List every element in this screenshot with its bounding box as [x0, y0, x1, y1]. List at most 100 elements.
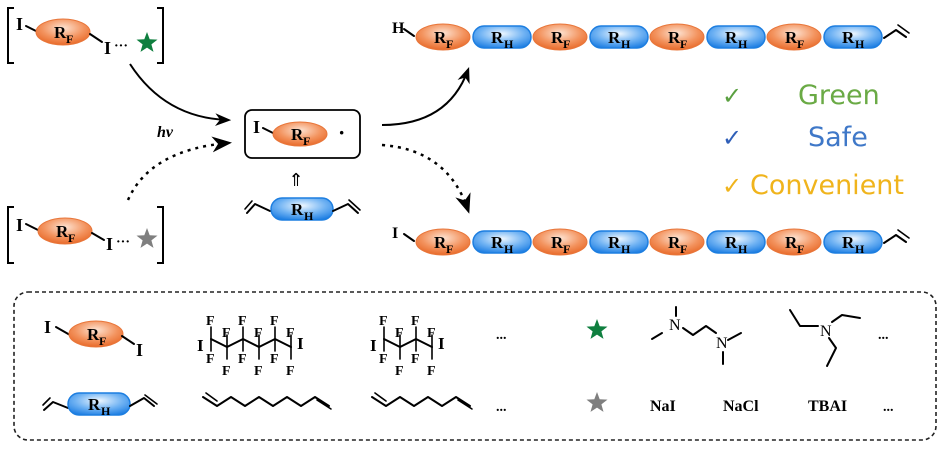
benefit-label: Safe — [808, 122, 868, 153]
green-star-icon — [586, 319, 608, 339]
rf-label-sub: F — [303, 134, 310, 148]
rh-pill — [472, 25, 532, 49]
rf-label-sub: F — [563, 37, 570, 51]
rh-label-r: R — [725, 233, 738, 252]
bond — [727, 332, 742, 341]
benefit-label: Green — [798, 80, 880, 111]
fluorine-label: F — [238, 352, 247, 367]
alkyl-chain — [202, 396, 330, 407]
rf-label-r: R — [551, 28, 564, 47]
double-bond — [144, 394, 158, 405]
halogen-bond-dots: ··· — [116, 235, 130, 250]
bond — [246, 203, 271, 214]
arrow-solid-out — [381, 66, 470, 126]
fluorine-label: F — [238, 314, 247, 329]
fluorine-label: F — [427, 326, 436, 341]
double-bond — [42, 397, 51, 406]
rf-label-r: R — [668, 233, 681, 252]
arrow-dashed-out — [381, 143, 471, 214]
double-bond — [897, 229, 910, 239]
rh-label-sub: H — [504, 37, 514, 51]
rf-label-r: R — [434, 28, 447, 47]
rh-pill — [67, 392, 131, 416]
fluorine-label: F — [206, 314, 215, 329]
bond — [789, 309, 819, 327]
bond — [43, 401, 69, 411]
hv-label: hν — [157, 124, 174, 141]
up-double-arrow: ⇑ — [288, 170, 303, 190]
bond — [831, 314, 861, 323]
rf-label-r: R — [56, 222, 69, 241]
fluorine-label: F — [222, 326, 231, 341]
rf-label-sub: F — [99, 334, 106, 348]
legend-triethylamine: N — [789, 309, 861, 367]
rh-pill — [706, 230, 766, 254]
iodine-label: I — [197, 336, 204, 355]
bond — [55, 326, 71, 336]
bond — [129, 397, 155, 407]
double-bond — [457, 399, 473, 410]
chain-vinyl-end — [883, 234, 907, 244]
fluorine-label: F — [395, 364, 404, 379]
bracket-group — [7, 206, 164, 264]
rh-label-r: R — [842, 28, 855, 47]
gray-star-icon — [586, 392, 608, 412]
chain-end-group: H — [392, 20, 405, 37]
bond — [89, 33, 103, 43]
legend-octadiene — [371, 392, 473, 410]
fluorine-label: F — [286, 326, 295, 341]
rf-ellipse — [649, 228, 705, 256]
radical-frame — [244, 109, 361, 159]
nitrogen-label: N — [820, 323, 832, 340]
bond — [332, 203, 359, 214]
rf-label-r: R — [54, 23, 67, 42]
fluorine-label: F — [411, 352, 420, 367]
rh-label-r: R — [491, 233, 504, 252]
rh-pill — [823, 25, 883, 49]
check-icon: ✓ — [722, 172, 743, 200]
double-bond — [897, 24, 910, 34]
rf-label-sub: F — [797, 242, 804, 256]
rf-ellipse — [415, 228, 471, 256]
fluorine-label: F — [222, 364, 231, 379]
rf-label-r: R — [785, 233, 798, 252]
rh-label-sub: H — [855, 242, 865, 256]
fluorine-label: F — [270, 314, 279, 329]
fluorine-label: F — [427, 364, 436, 379]
iodine-label: I — [44, 317, 51, 337]
salt-nacl: NaCl — [723, 398, 759, 415]
radical-dot: · — [338, 120, 345, 145]
fluorine-label: F — [395, 326, 404, 341]
rf-ellipse — [37, 217, 93, 245]
benefit-safe: ✓ Safe — [722, 122, 942, 158]
rf-ellipse — [415, 23, 471, 51]
fluorine-label: F — [379, 352, 388, 367]
iodine-label: I — [253, 117, 260, 137]
rf-ellipse — [766, 23, 822, 51]
fluorine-label: F — [411, 314, 420, 329]
bond — [403, 233, 415, 242]
iodine-label: I — [104, 38, 111, 58]
nitrogen-label: N — [669, 317, 681, 334]
rh-label-sub: H — [855, 37, 865, 51]
rh-label-r: R — [608, 28, 621, 47]
rf-ellipse — [649, 23, 705, 51]
iodine-label: I — [136, 340, 143, 360]
chain-end-group: I — [392, 225, 398, 242]
legend-ellipsis: ... — [883, 400, 894, 415]
rh-label-r: R — [291, 200, 304, 219]
